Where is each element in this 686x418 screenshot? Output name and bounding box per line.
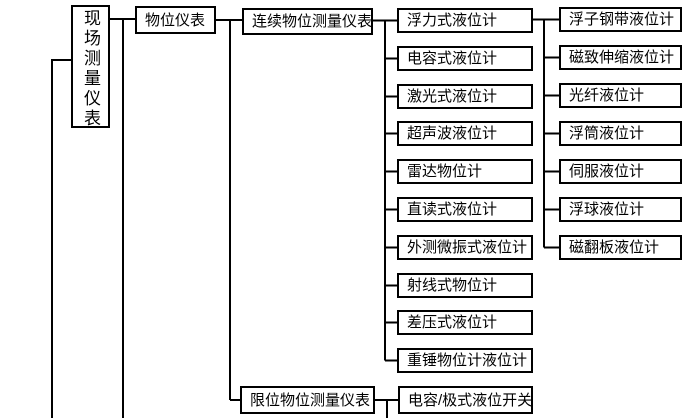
node-label: 磁翻板液位计 (569, 239, 660, 256)
node-label: 限位物位测量仪表 (250, 391, 371, 409)
node-label: 重锤物位计液位计 (407, 352, 528, 369)
node-label: 雷达物位计 (407, 163, 483, 180)
node-label: 激光式液位计 (407, 88, 498, 105)
node-label: 浮筒液位计 (569, 125, 645, 142)
node-displacer-level-meter: 浮筒液位计 (559, 121, 682, 146)
buoyancy-children-trunk (532, 18, 560, 249)
node-buoyancy-level-meter: 浮力式液位计 (397, 8, 533, 33)
root-right-connector (109, 18, 136, 418)
node-radar-level-meter: 雷达物位计 (397, 159, 533, 184)
node-label: 差压式液位计 (407, 314, 498, 331)
continuous-children-trunk (372, 19, 398, 362)
node-servo-level-meter: 伺服液位计 (559, 159, 682, 184)
node-label: 浮力式液位计 (407, 12, 498, 29)
node-label: 磁致伸缩液位计 (569, 49, 675, 66)
node-external-microvibration-level-meter: 外测微振式液位计 (397, 235, 533, 260)
node-laser-level-meter: 激光式液位计 (397, 84, 533, 109)
node-magnetostrictive-level-meter: 磁致伸缩液位计 (559, 45, 682, 70)
limit-children-trunk (374, 399, 399, 418)
node-ultrasonic-level-meter: 超声波液位计 (397, 121, 533, 146)
node-level-instruments: 物位仪表 (135, 6, 216, 34)
node-limit-level-instruments: 限位物位测量仪表 (240, 386, 375, 414)
node-capacitive-level-meter: 电容式液位计 (397, 46, 533, 71)
level2-branch-trunk (214, 19, 243, 401)
node-label: 浮子钢带液位计 (569, 11, 675, 28)
node-heavy-hammer-level-meter: 重锤物位计液位计 (397, 348, 533, 373)
node-label: 现场测量仪表 (81, 8, 100, 128)
node-magnetic-flap-level-meter: 磁翻板液位计 (559, 235, 682, 260)
node-field-measurement-instruments: 现场测量仪表 (71, 5, 110, 128)
root-left-trunk (51, 59, 71, 418)
node-label: 电容/极式液位开关 (408, 391, 533, 409)
node-float-steel-belt-level-meter: 浮子钢带液位计 (559, 7, 682, 32)
node-label: 连续物位测量仪表 (252, 13, 373, 30)
node-label: 物位仪表 (145, 11, 206, 29)
node-label: 光纤液位计 (569, 87, 645, 104)
node-capacitance-electrode-level-switch: 电容/极式液位开关 (398, 386, 533, 414)
node-differential-pressure-level-meter: 差压式液位计 (397, 310, 533, 335)
node-optical-fiber-level-meter: 光纤液位计 (559, 83, 682, 108)
node-label: 伺服液位计 (569, 163, 645, 180)
node-label: 射线式物位计 (407, 277, 498, 294)
node-radiation-level-meter: 射线式物位计 (397, 273, 533, 298)
node-continuous-level-instruments: 连续物位测量仪表 (242, 8, 373, 35)
node-label: 直读式液位计 (407, 201, 498, 218)
node-label: 外测微振式液位计 (407, 239, 528, 256)
node-label: 浮球液位计 (569, 201, 645, 218)
node-label: 超声波液位计 (407, 125, 498, 142)
node-direct-reading-level-meter: 直读式液位计 (397, 197, 533, 222)
node-label: 电容式液位计 (407, 50, 498, 67)
node-float-ball-level-meter: 浮球液位计 (559, 197, 682, 222)
